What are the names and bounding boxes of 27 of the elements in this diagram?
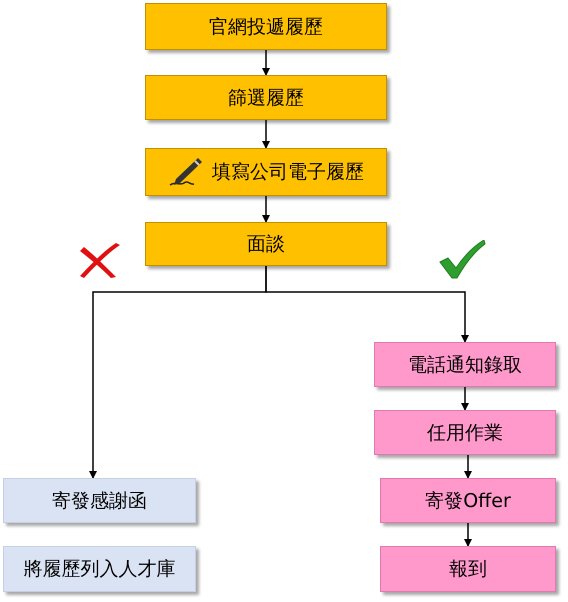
process-box bbox=[374, 410, 556, 455]
arrow bbox=[461, 387, 469, 411]
arrow bbox=[464, 523, 472, 547]
step-label: 報到 bbox=[449, 557, 487, 582]
step-label: 面談 bbox=[247, 232, 285, 257]
process-box bbox=[145, 222, 387, 266]
process-box bbox=[3, 478, 196, 523]
process-box bbox=[145, 148, 387, 196]
arrow bbox=[262, 196, 270, 223]
process-box bbox=[3, 546, 196, 592]
process-box bbox=[380, 546, 556, 592]
step-label: 寄發感謝函 bbox=[52, 488, 147, 514]
step-label: 填寫公司電子履歷 bbox=[212, 160, 364, 185]
step-label: 將履歷列入人才庫 bbox=[24, 557, 176, 582]
arrow bbox=[262, 120, 270, 149]
arrow bbox=[262, 50, 270, 76]
arrow bbox=[464, 455, 472, 479]
process-box bbox=[374, 342, 556, 387]
process-box bbox=[380, 478, 556, 523]
step-label: 篩選履歷 bbox=[228, 86, 304, 110]
step-label: 任用作業 bbox=[427, 420, 503, 446]
process-box bbox=[145, 75, 387, 120]
step-label: 官網投遞履歷 bbox=[209, 14, 323, 40]
step-label: 電話通知錄取 bbox=[408, 352, 522, 378]
step-label: 寄發Offer bbox=[425, 488, 511, 514]
process-box bbox=[145, 3, 387, 50]
arrow bbox=[265, 266, 469, 343]
